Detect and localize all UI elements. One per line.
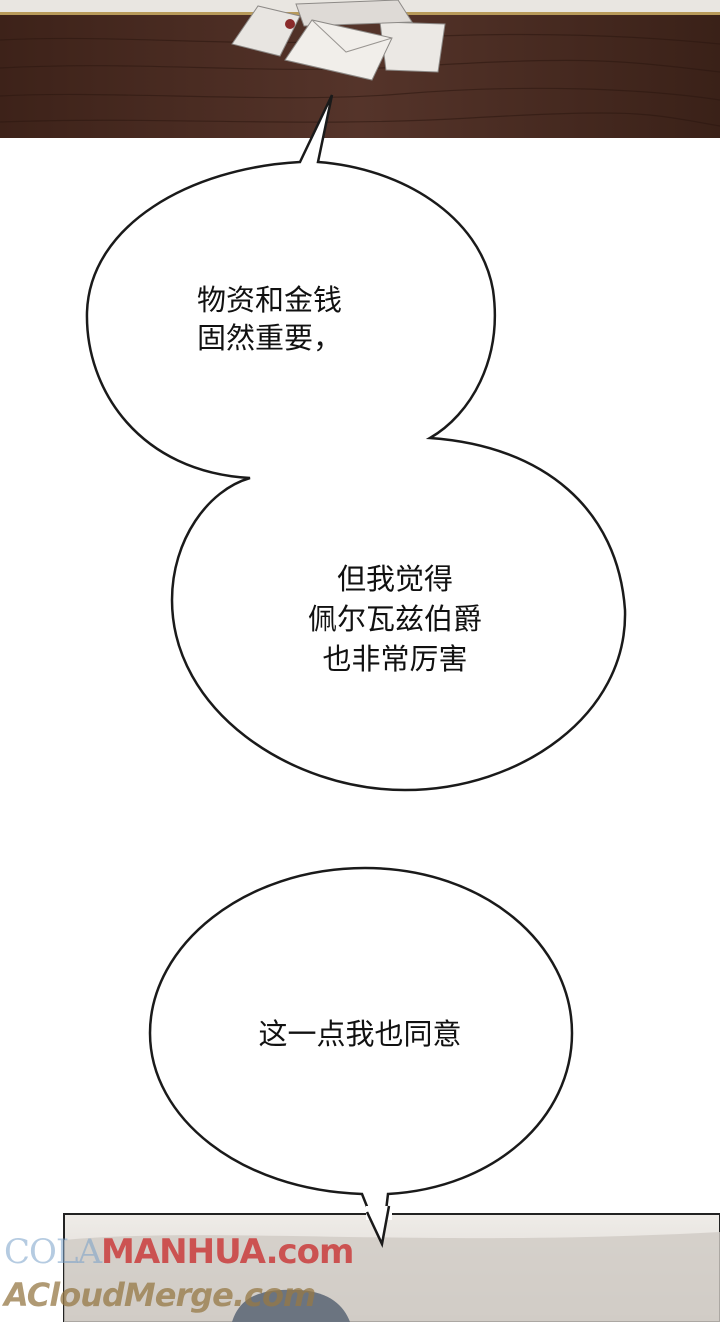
bottom-panel-scenery [64,1232,720,1322]
bubble1-line2: 固然重要， [197,321,343,355]
watermark-colamanhua: COLAMANHUA.com [4,1232,354,1272]
bubble2-line2: 佩尔瓦兹伯爵 [307,602,482,636]
envelope-stack [231,0,446,81]
character-hair [232,1289,350,1322]
envelope-flap [311,19,393,53]
bubble3-line1: 这一点我也同意 [258,1017,462,1051]
watermark-acloudmerge: ACloudMerge.com [4,1276,316,1314]
watermark-cola: COLA [4,1232,102,1272]
envelope-right [379,21,446,73]
wax-seal [285,19,295,29]
bubble2-line1: 但我觉得 [336,562,453,596]
watermark-manhua: MANHUA.com [101,1232,354,1272]
speech-bubble-double [85,94,627,792]
envelope-top [295,0,413,27]
bottom-panel [63,1205,720,1322]
top-panel [0,0,720,138]
bubble-tail-redraw [365,1205,391,1249]
bubble2-line3: 也非常厉害 [322,642,468,676]
speech-bubble-single [148,866,574,1245]
bubble1-line1: 物资和金钱 [197,283,343,317]
